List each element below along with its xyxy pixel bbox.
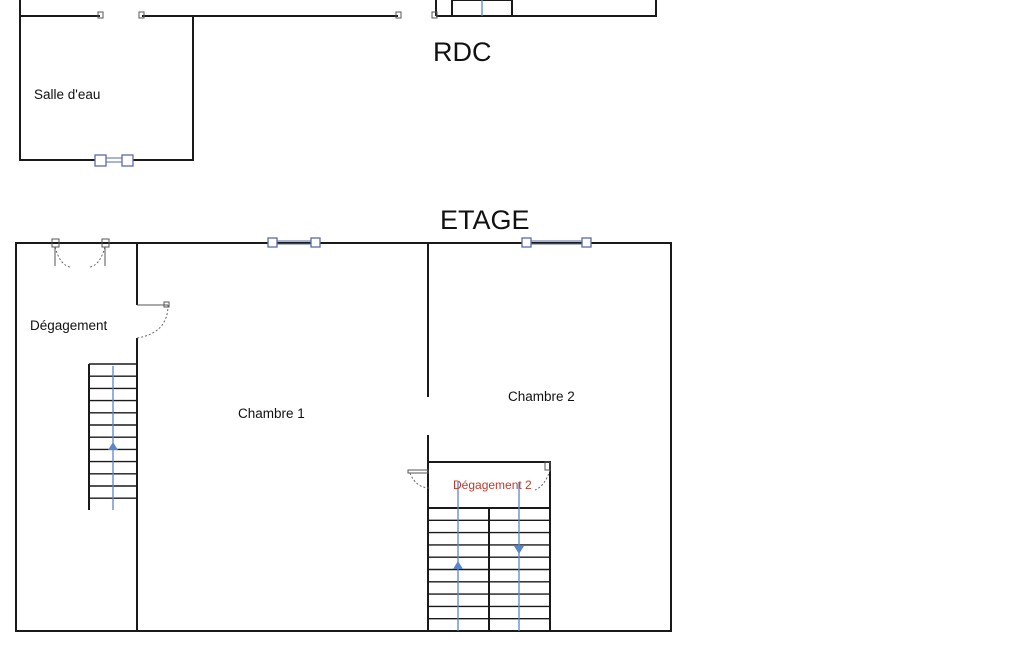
floor-title-etage: ETAGE [440, 205, 530, 235]
rdc-door-jamb [395, 11, 402, 19]
room-label-chambre-1: Chambre 1 [238, 406, 305, 421]
rdc-door-jamb [138, 11, 145, 19]
stair-down-arrow-icon [514, 546, 524, 554]
rdc-door-jamb [97, 11, 104, 19]
french-door [51, 238, 110, 268]
room-label-salle-deau: Salle d'eau [34, 87, 100, 102]
door-jamb [544, 461, 551, 471]
salle-deau-walls [19, 16, 194, 161]
stair-up-arrow-icon [108, 442, 118, 450]
etage-floor: ETAGE [15, 205, 672, 632]
room-label-degagement: Dégagement [30, 318, 108, 333]
door-swing [136, 301, 170, 339]
room-label-chambre-2: Chambre 2 [508, 389, 575, 404]
stair-up-arrow-icon [453, 561, 463, 569]
window [267, 237, 321, 248]
etage-outer-wall [15, 242, 672, 632]
rdc-door-jamb [431, 11, 438, 19]
door-swing [409, 469, 551, 491]
staircase-degagement-2 [428, 482, 550, 632]
staircase-degagement [88, 363, 137, 510]
window [94, 154, 134, 167]
rdc-top-wall [19, 0, 657, 17]
floor-title-rdc: RDC [433, 37, 492, 67]
window [521, 237, 592, 248]
door-jamb [407, 469, 429, 474]
rdc-floor: Salle d'eau RDC [19, 0, 657, 167]
room-label-degagement-2: Dégagement 2 [453, 478, 532, 492]
